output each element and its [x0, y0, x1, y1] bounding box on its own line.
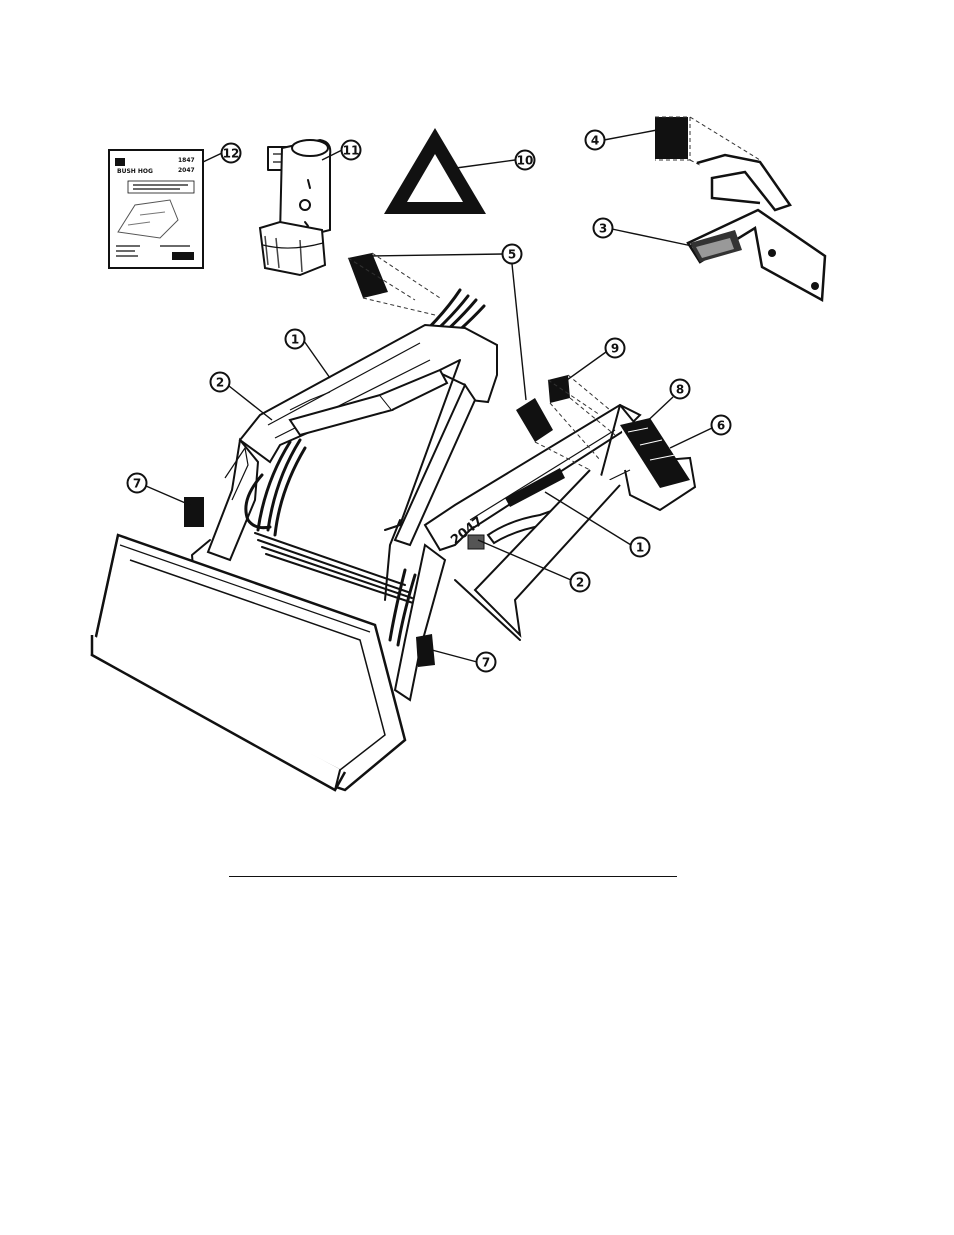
- manual-model-2: 2047: [178, 167, 195, 174]
- svg-text:8: 8: [676, 383, 684, 397]
- svg-text:9: 9: [611, 342, 619, 356]
- svg-text:5: 5: [508, 248, 516, 262]
- manual-canister: [260, 140, 330, 275]
- mounting-bracket: [655, 117, 825, 300]
- svg-text:2: 2: [576, 576, 584, 590]
- callout-1-right: 1: [631, 538, 650, 557]
- callout-7-left: 7: [128, 474, 147, 493]
- callout-1-left: 1: [286, 330, 305, 349]
- callout-10: 10: [516, 151, 535, 170]
- callout-4: 3: [594, 219, 613, 238]
- callout-2-left: 2: [211, 373, 230, 392]
- front-loader: 2047: [92, 290, 695, 790]
- boom-hose-decal-top: [348, 253, 440, 315]
- callout-6: 6: [712, 416, 731, 435]
- callout-12: 12: [222, 144, 241, 163]
- svg-text:3: 3: [599, 222, 607, 236]
- svg-text:2: 2: [216, 376, 224, 390]
- operators-manual: BUSH HOG 1847 2047: [109, 150, 203, 268]
- manual-brand: BUSH HOG: [117, 168, 153, 175]
- svg-text:4: 4: [591, 134, 599, 148]
- footer-rule: [229, 876, 677, 877]
- svg-text:1: 1: [636, 541, 644, 555]
- svg-text:7: 7: [482, 656, 490, 670]
- callout-9: 9: [606, 339, 625, 358]
- callout-3: 5: [503, 245, 522, 264]
- smv-emblem: [384, 128, 486, 214]
- svg-text:1: 1: [291, 333, 299, 347]
- svg-text:6: 6: [717, 419, 725, 433]
- manual-model-1: 1847: [178, 157, 195, 164]
- svg-text:10: 10: [517, 154, 534, 168]
- callout-5: 4: [586, 131, 605, 150]
- svg-text:12: 12: [223, 147, 240, 161]
- svg-text:11: 11: [343, 144, 360, 158]
- callout-2-right: 2: [571, 573, 590, 592]
- svg-text:7: 7: [133, 477, 141, 491]
- callout-8: 8: [671, 380, 690, 399]
- callout-7-right: 7: [477, 653, 496, 672]
- callout-11: 11: [342, 141, 361, 160]
